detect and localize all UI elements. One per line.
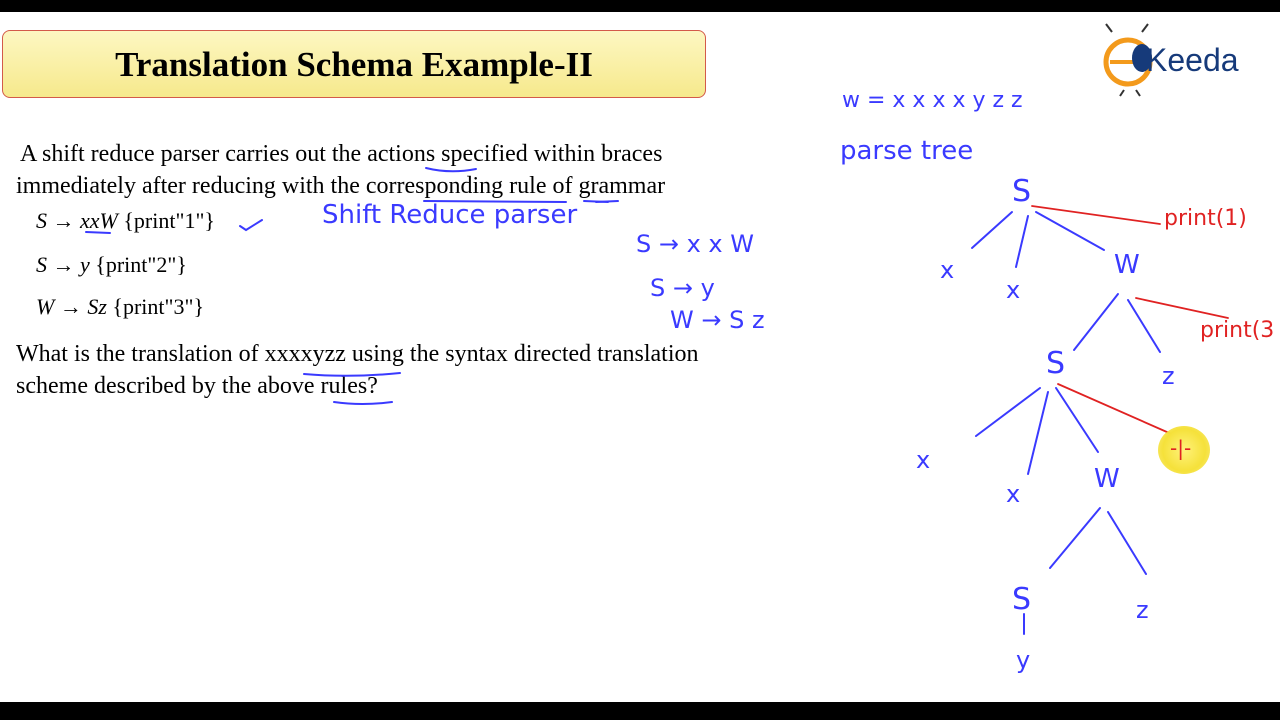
question-line-1: What is the translation of xxxxyzz using… [16, 341, 699, 367]
note-grammar-1: S → x x W [636, 230, 754, 258]
grammar-rule-2: S → y {print"2"} [36, 252, 187, 278]
note-parse-tree: parse tree [840, 136, 974, 166]
tree-node-y: y [1016, 646, 1031, 674]
ekeeda-logo: Keeda [1102, 20, 1262, 98]
logo-text: Keeda [1146, 42, 1239, 78]
rule-arrow: → [52, 252, 75, 277]
underline-corresponding [423, 200, 567, 203]
underline-actions [425, 167, 477, 173]
grammar-rule-1: S → xxW {print"1"} [36, 208, 215, 234]
pen-cursor-highlight [1158, 426, 1210, 474]
dash-mark [595, 200, 619, 203]
tree-node-root: S [1012, 174, 1032, 209]
tree-node-z: z [1136, 596, 1149, 624]
rule-action: {print"3"} [112, 294, 205, 319]
underline-xx [85, 231, 111, 234]
title-banner: Translation Schema Example-II [2, 30, 706, 98]
underline-above [333, 401, 393, 405]
note-w-string: w = x x x x y z z [842, 88, 1023, 113]
slide: Translation Schema Example-II Keeda A sh… [0, 12, 1280, 702]
rule-lhs: S [36, 208, 47, 233]
rule-arrow: → [59, 294, 82, 319]
tree-node-s: S [1012, 582, 1032, 617]
logo-e-icon [1103, 23, 1153, 97]
question-line-2: scheme described by the above rules? [16, 373, 378, 399]
rule-rhs: y [80, 252, 90, 277]
tree-node-z: z [1162, 362, 1175, 390]
tree-node-x: x [940, 256, 955, 284]
rule-action: {print"2"} [95, 252, 187, 277]
underline-xxxxyzz [303, 372, 401, 377]
rule-rhs: Sz [87, 294, 107, 319]
rule-arrow: → [52, 208, 75, 233]
tree-node-x: x [916, 446, 931, 474]
tree-node-x: x [1006, 480, 1021, 508]
tree-node-w: W [1114, 250, 1140, 280]
tree-node-s: S [1046, 346, 1066, 381]
tree-node-x: x [1006, 276, 1021, 304]
rule-lhs: S [36, 252, 47, 277]
rule-action: {print"1"} [123, 208, 215, 233]
grammar-rule-3: W → Sz {print"3"} [36, 294, 204, 320]
note-print-3: print(3 [1200, 318, 1275, 343]
intro-line-1: A shift reduce parser carries out the ac… [20, 141, 663, 167]
rule-rhs: xxW [80, 208, 118, 233]
slide-title: Translation Schema Example-II [115, 45, 593, 84]
note-print-1: print(1) [1164, 206, 1247, 231]
intro-line-2: immediately after reducing with the corr… [16, 173, 666, 199]
note-shift-reduce: Shift Reduce parser [322, 200, 578, 230]
note-grammar-3: W → S z [670, 306, 765, 334]
tree-node-w: W [1094, 464, 1120, 494]
handwriting-strokes [85, 167, 1229, 635]
note-grammar-2: S → y [650, 274, 715, 302]
note-cursor-mark: -|- [1170, 436, 1192, 460]
rule-lhs: W [36, 294, 55, 319]
check-mark [239, 219, 263, 232]
